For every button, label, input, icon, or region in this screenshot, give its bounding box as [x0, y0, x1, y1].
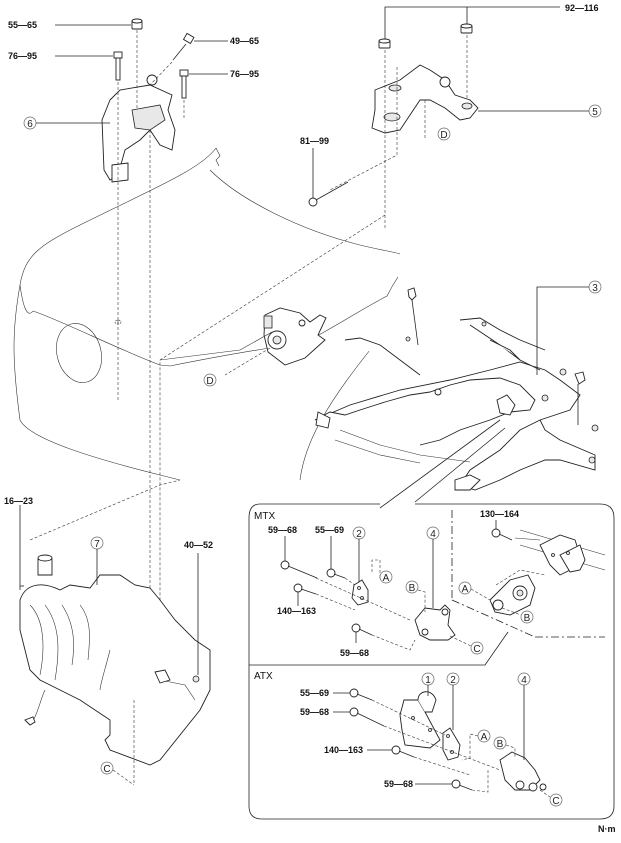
- atx-callout-part-1: 1: [425, 675, 431, 686]
- engine-mount-no4-atx: [499, 751, 547, 792]
- mtx-torque-bolt-frame: 130—164: [480, 509, 519, 519]
- torque-label-nuts-5: 92—116: [565, 3, 599, 13]
- atx-callout-part-2: 2: [450, 675, 456, 686]
- bracket-no2-atx: [442, 727, 461, 761]
- mtx-callout-part-2: 2: [356, 529, 362, 540]
- mtx-callout-ref-b-right: B: [524, 613, 531, 624]
- bolt-icon: [351, 623, 373, 636]
- torque-label-bolt-6-right: 76—95: [230, 69, 259, 79]
- callout-part-3: 3: [592, 283, 598, 294]
- callout-circle: [549, 793, 563, 807]
- nut-icon: [460, 23, 473, 34]
- frame-member-section: [514, 529, 606, 576]
- callout-ref-c-engine: C: [103, 764, 110, 775]
- mtx-callout-ref-a-right: A: [462, 584, 469, 595]
- torque-label-bolt-81: 81—99: [300, 136, 329, 146]
- bracket-no2-mtx: [351, 579, 369, 606]
- engine-mount-no6: [101, 74, 176, 183]
- callout-circle: [203, 373, 217, 387]
- front-crossmember-subframe: [314, 287, 599, 491]
- callout-circle: [437, 127, 451, 141]
- atx-torque-bolt-2: 59—68: [300, 707, 329, 717]
- callout-ref-d-upper: D: [440, 130, 447, 141]
- atx-callout-part-4: 4: [521, 675, 527, 686]
- callout-circle: [405, 580, 419, 594]
- mtx-torque-bolt-middle: 140—163: [277, 606, 316, 616]
- engine-transaxle-assembly: [19, 554, 211, 766]
- callout-circle: [470, 641, 484, 655]
- bolt-icon: [179, 69, 189, 99]
- bolt-icon: [293, 583, 317, 595]
- callout-part-7: 7: [94, 539, 100, 550]
- detail-panel: [248, 503, 615, 820]
- bolt-icon: [349, 707, 385, 727]
- engine-mount-center: [263, 307, 327, 366]
- torque-unit-label: N·m: [598, 824, 616, 834]
- bolt-icon: [491, 528, 513, 541]
- atx-torque-bolt-4: 59—68: [384, 779, 413, 789]
- mtx-torque-bolt-long-top: 59—68: [268, 525, 297, 535]
- mtx-torque-bolt-bottom: 59—68: [340, 648, 369, 658]
- mtx-callout-ref-a: A: [383, 573, 390, 584]
- callout-part-5: 5: [592, 107, 598, 118]
- torque-label-bolt-6-left: 76—95: [8, 51, 37, 61]
- atx-callout-ref-c: C: [552, 796, 559, 807]
- atx-torque-bolt-3: 140—163: [324, 745, 363, 755]
- torque-label-bolt-40: 40—52: [184, 540, 213, 550]
- nut-icon: [131, 18, 143, 30]
- vehicle-body-outline: [13, 147, 401, 481]
- mtx-callout-part-4: 4: [430, 529, 436, 540]
- bolt-icon: [391, 745, 415, 758]
- atx-callout-ref-b: B: [497, 739, 504, 750]
- bolt-icon: [113, 51, 123, 81]
- atx-callout-ref-a: A: [481, 732, 488, 743]
- nut-icon: [378, 38, 391, 49]
- mtx-torque-bolt-short-top: 55—69: [315, 525, 344, 535]
- callout-circle: [100, 761, 114, 775]
- bolt-icon: [280, 560, 318, 579]
- callout-part-6: 6: [27, 119, 33, 130]
- bolt-icon: [308, 181, 349, 207]
- torque-label-bolt-6-angled: 49—65: [230, 36, 259, 46]
- callout-circle: [493, 736, 507, 750]
- callout-circle: [379, 570, 393, 584]
- bolt-icon: [349, 688, 373, 701]
- callout-circle: [520, 610, 534, 624]
- atx-torque-bolt-1: 55—69: [300, 688, 329, 698]
- bolt-icon: [172, 32, 195, 61]
- callout-ref-d-lower: D: [206, 376, 213, 387]
- engine-mount-no4-mtx: [414, 604, 456, 641]
- bolt-icon: [451, 779, 473, 791]
- atx-panel-title: ATX: [254, 671, 273, 682]
- mtx-panel-title: MTX: [254, 511, 275, 522]
- torque-label-bolt-16: 16—23: [4, 496, 33, 506]
- mtx-callout-ref-b: B: [409, 583, 416, 594]
- torque-label-nut-6-top: 55—65: [8, 20, 37, 30]
- bolt-icon: [326, 568, 346, 579]
- mtx-callout-ref-c: C: [473, 644, 480, 655]
- engine-mount-bushing-mtx: [489, 574, 536, 616]
- bracket-no1-atx: [399, 691, 441, 749]
- callout-circle: [458, 581, 472, 595]
